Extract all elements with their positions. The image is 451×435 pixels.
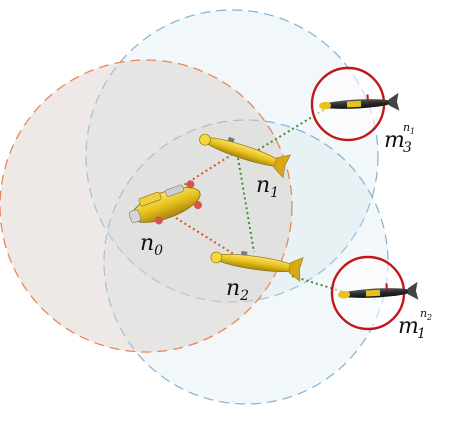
- label-m3: m 3 n 1: [384, 121, 415, 156]
- label-n0-sub: 0: [154, 243, 163, 259]
- torpedo-auv-icon: [319, 92, 400, 111]
- label-m3-sup-sub: 1: [410, 127, 415, 136]
- label-m1: m 1 n 2: [398, 307, 432, 342]
- range-discs: [0, 9, 389, 405]
- label-m1-sup-base: n: [420, 307, 427, 320]
- hovering-auv-icon: [128, 180, 202, 225]
- label-n2-base: n: [226, 276, 240, 301]
- link-n1-n2: [237, 157, 255, 253]
- label-n0-base: n: [140, 231, 154, 256]
- label-m1-sup-sub: 2: [426, 313, 432, 322]
- n1-range-disc: [85, 9, 379, 303]
- label-n2-sub: 2: [239, 288, 249, 304]
- torpedo-auv-icon: [210, 250, 304, 282]
- label-m1-sub: 1: [417, 326, 426, 342]
- label-n2: n2: [226, 276, 249, 304]
- torpedo-auv-icon: [338, 281, 419, 300]
- label-n1-base: n: [256, 173, 270, 198]
- label-m3-base: m: [384, 128, 405, 153]
- label-n0: n0: [140, 231, 163, 259]
- label-n1: n1: [256, 173, 279, 201]
- label-m3-sub: 3: [403, 140, 412, 156]
- label-m3-sup-base: n: [403, 121, 410, 134]
- label-n1-sub: 1: [270, 185, 279, 201]
- torpedo-auv-icon: [199, 133, 291, 179]
- link-n0-n1: [175, 151, 237, 191]
- label-m1-base: m: [398, 314, 419, 339]
